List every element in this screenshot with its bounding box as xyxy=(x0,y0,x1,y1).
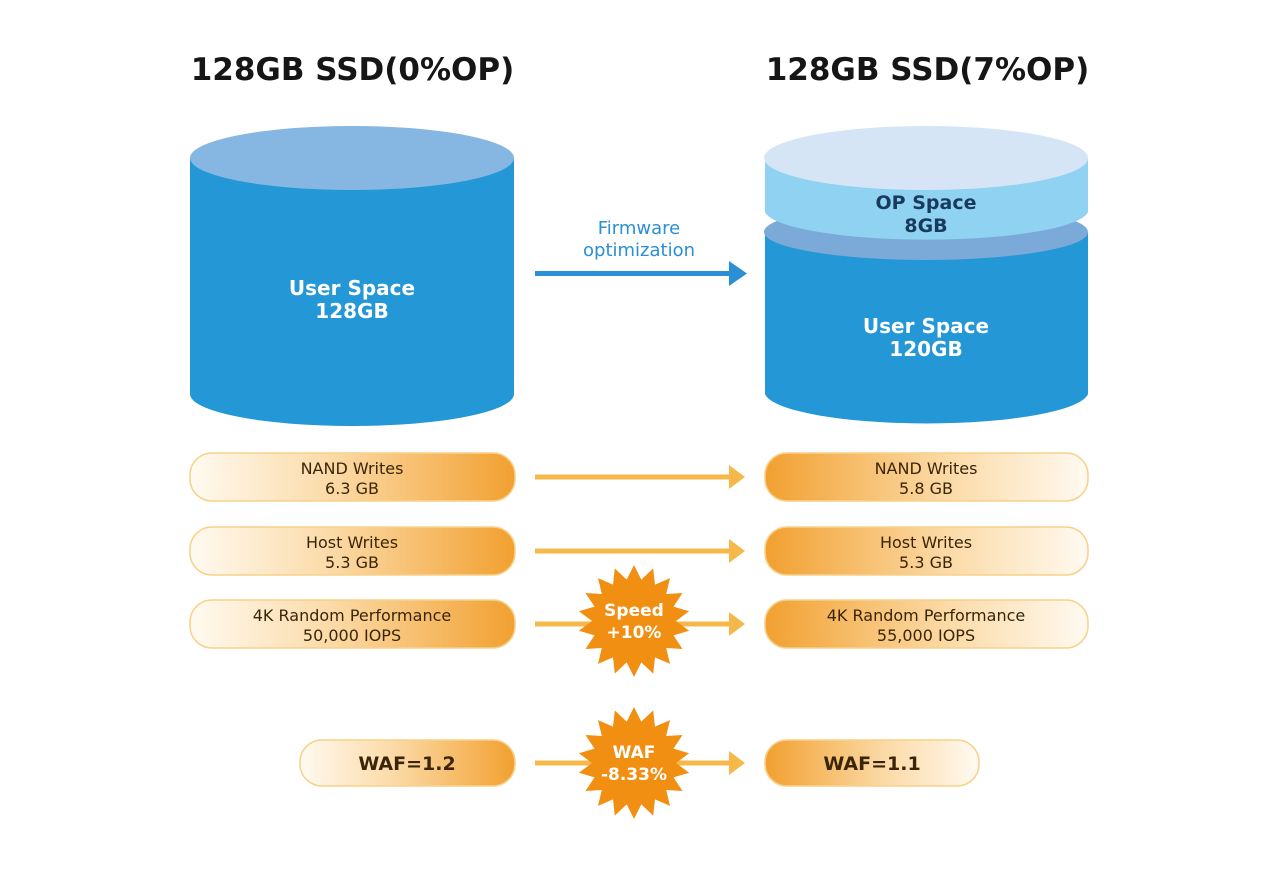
right-user-space-label: User Space xyxy=(863,314,989,338)
left-metric-value: 5.3 GB xyxy=(325,553,379,572)
right-metric-name: Host Writes xyxy=(880,533,972,552)
right-metric-value: 5.8 GB xyxy=(899,479,953,498)
optimization-label: optimization xyxy=(583,240,695,261)
right-ssd-cylinder: OP Space 8GB User Space 120GB xyxy=(764,126,1088,424)
arrow-right-icon xyxy=(535,261,747,286)
left-cylinder-top xyxy=(190,126,514,190)
firmware-label: Firmware xyxy=(598,218,681,239)
op-space-label: OP Space xyxy=(876,192,977,214)
left-metric-value: 6.3 GB xyxy=(325,479,379,498)
right-waf-pill: WAF=1.1 xyxy=(764,739,980,787)
right-waf-value: WAF=1.1 xyxy=(823,753,920,775)
right-metric-name: NAND Writes xyxy=(875,459,978,478)
op-space-top xyxy=(764,126,1088,190)
left-user-space-size: 128GB xyxy=(315,299,388,323)
right-user-space-size: 120GB xyxy=(889,337,962,361)
left-metric-name: 4K Random Performance xyxy=(253,606,451,625)
right-ssd-title: 128GB SSD(7%OP) xyxy=(765,52,1090,88)
burst-line-1: WAF xyxy=(613,743,656,763)
burst-line-2: -8.33% xyxy=(601,765,667,785)
right-metric-name: 4K Random Performance xyxy=(827,606,1025,625)
metric-arrow-icon xyxy=(535,539,745,563)
metric-arrow-icon xyxy=(535,465,745,489)
left-metric-name: NAND Writes xyxy=(301,459,404,478)
left-user-space-label: User Space xyxy=(289,276,415,300)
right-metric-value: 5.3 GB xyxy=(899,553,953,572)
firmware-optimization: Firmware optimization xyxy=(535,218,747,286)
left-waf-value: WAF=1.2 xyxy=(358,753,455,775)
left-ssd-title: 128GB SSD(0%OP) xyxy=(190,52,515,88)
left-metric-value: 50,000 IOPS xyxy=(303,626,401,645)
burst-line-2: +10% xyxy=(607,623,662,643)
speed-starburst-icon: Speed+10% xyxy=(578,565,690,677)
right-metric-value: 55,000 IOPS xyxy=(877,626,975,645)
op-space-size: 8GB xyxy=(904,215,947,237)
waf-starburst-icon: WAF-8.33% xyxy=(578,707,690,819)
left-metric-name: Host Writes xyxy=(306,533,398,552)
left-ssd-cylinder: User Space 128GB xyxy=(190,126,514,426)
left-waf-pill: WAF=1.2 xyxy=(299,739,516,787)
left-cylinder-body xyxy=(190,158,514,426)
burst-line-1: Speed xyxy=(604,601,664,621)
right-user-space-body xyxy=(765,232,1088,424)
